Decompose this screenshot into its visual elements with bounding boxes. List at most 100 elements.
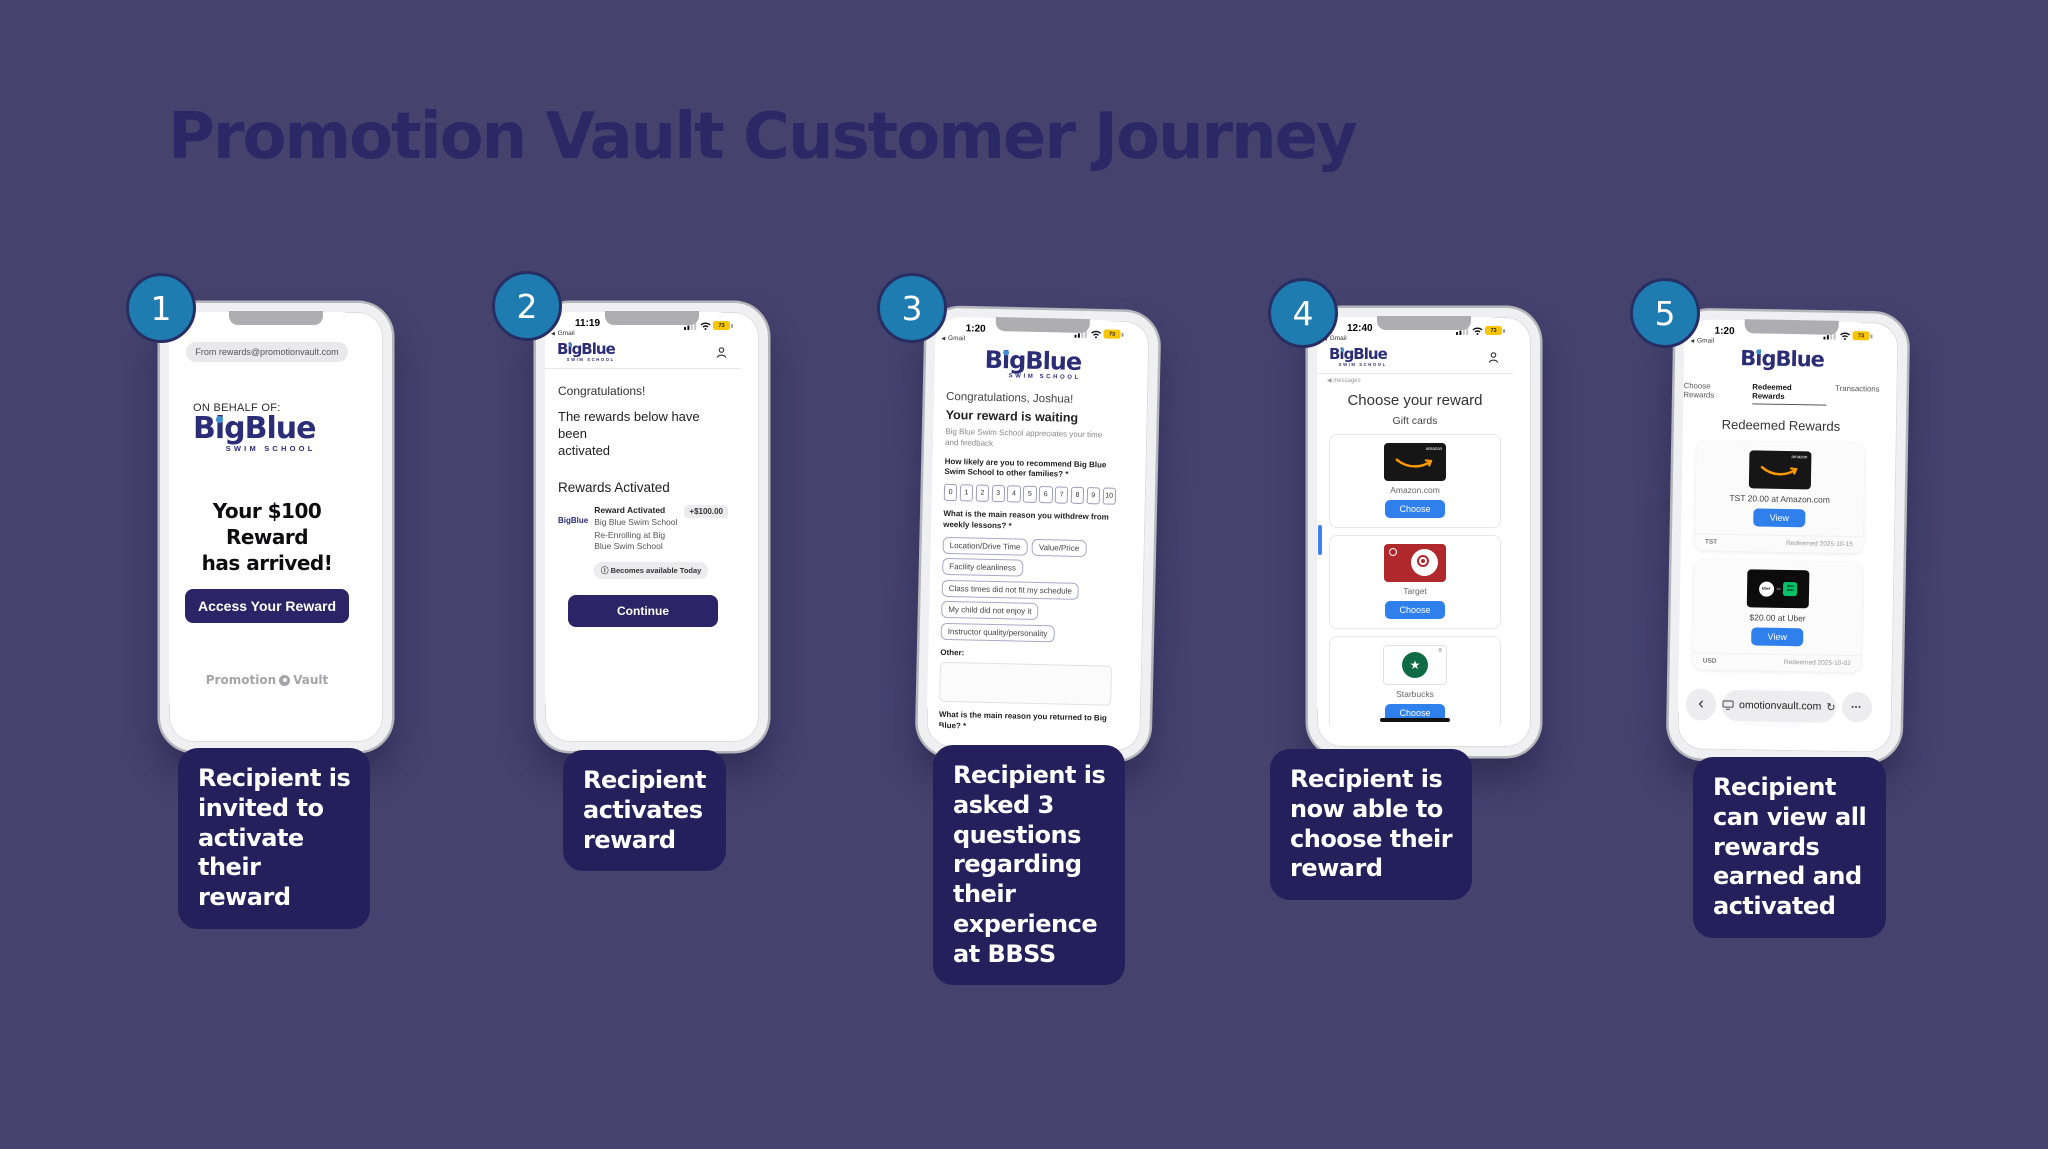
scale-option-1[interactable]: 1 [959, 484, 974, 502]
scale-option-2[interactable]: 2 [975, 484, 990, 503]
access-reward-button[interactable]: Access Your Reward [185, 589, 349, 623]
option-child-enjoy[interactable]: My child did not enjoy it [941, 601, 1039, 621]
uber-eats-logo-icon: Uber Eats [1783, 581, 1798, 597]
back-to-app-link[interactable]: ◀ Gmail [1690, 337, 1734, 345]
scale-option-3[interactable]: 3 [991, 485, 1006, 503]
back-to-app-link[interactable]: ◀ Gmail [1323, 335, 1373, 342]
back-arrow-icon: ◀ [1690, 338, 1695, 345]
gift-card-label: Starbucks [1396, 689, 1434, 700]
reward-description: Re-Enrolling at Big Blue Swim School [594, 529, 666, 551]
account-icon[interactable] [1486, 350, 1501, 365]
gear-icon [279, 674, 291, 686]
target-gift-card-image [1384, 544, 1446, 583]
back-to-app-link[interactable]: ◀ Gmail [551, 330, 600, 337]
phone-notch [605, 311, 699, 325]
monitor-icon [1722, 700, 1734, 710]
logo-dot-icon [1340, 348, 1345, 352]
page-title: Promotion Vault Customer Journey [168, 100, 1358, 174]
status-time: 1:20 [965, 323, 986, 335]
bigblue-mini-logo: BigBlue [558, 515, 589, 525]
choose-button-starbucks[interactable]: Choose [1385, 704, 1445, 723]
phone-notch [229, 311, 323, 325]
bigblue-wordmark: BigBlue [557, 340, 616, 358]
congrats-text: Congratulations, Joshua! [945, 390, 1074, 406]
choose-button-amazon[interactable]: Choose [1385, 500, 1445, 519]
battery-icon: 73 [1852, 331, 1870, 341]
option-location-drive-time[interactable]: Location/Drive Time [942, 536, 1028, 556]
bigblue-tagline: SWIM SCHOOL [225, 444, 316, 453]
view-button[interactable]: View [1753, 508, 1806, 528]
withdraw-options: Location/Drive Time Value/Price Facility… [940, 536, 1115, 644]
continue-button[interactable]: Continue [568, 595, 718, 628]
scale-option-4[interactable]: 4 [1007, 485, 1021, 503]
home-indicator[interactable] [1380, 718, 1450, 722]
congrats-text: Congratulations! [558, 384, 646, 399]
scale-option-7[interactable]: 7 [1054, 486, 1069, 504]
question-withdraw: What is the main reason you withdrew fro… [943, 509, 1109, 531]
battery-icon: 73 [713, 321, 733, 330]
url-text: omotionvault.com [1738, 699, 1822, 713]
other-textarea[interactable] [939, 661, 1113, 706]
amazon-smile-icon [1760, 465, 1798, 476]
option-value-price[interactable]: Value/Price [1031, 538, 1087, 557]
scale-option-0[interactable]: 0 [943, 484, 958, 502]
step-badge-1: 1 [126, 273, 196, 343]
choose-button-target[interactable]: Choose [1385, 601, 1445, 620]
back-label: Gmail [557, 330, 575, 337]
phone-step-3: 1:20 ◀ Gmail 7 3 BigBlue SWIM SCHOOL Cong… [916, 307, 1160, 761]
option-facility-cleanliness[interactable]: Facility cleanliness [942, 558, 1024, 577]
address-bar[interactable]: omotionvault.com ↻ [1721, 689, 1836, 723]
back-to-app-link[interactable]: ◀ Gmail [941, 335, 985, 343]
bigblue-logo: BigBlue SWIM SCHOOL [557, 340, 616, 362]
rewards-tabs: Choose Rewards Redeemed Rewards Transact… [1683, 381, 1880, 406]
scale-option-5[interactable]: 5 [1023, 485, 1037, 504]
pv-word-vault: Vault [293, 673, 329, 687]
tab-choose-rewards[interactable]: Choose Rewards [1683, 381, 1715, 400]
email-from-pill[interactable]: From rewards@promotionvault.com [186, 342, 348, 362]
wifi-icon [1472, 327, 1482, 335]
scale-option-9[interactable]: 9 [1086, 487, 1101, 505]
status-time: 1:20 [1714, 325, 1735, 338]
browser-more-button[interactable]: ••• [1841, 691, 1872, 723]
redeemed-reward-amazon: amazon TST 20.00 at Amazon.com View TST … [1694, 440, 1865, 554]
caption-step-5: Recipient can view all rewards earned an… [1693, 757, 1887, 938]
messages-label: messages [1333, 378, 1361, 385]
back-arrow-icon: ◀ [1327, 378, 1332, 385]
scale-option-6[interactable]: 6 [1038, 486, 1053, 504]
phone5-screen: 1:20 ◀ Gmail 73 BigBlue Choose Rewards R… [1677, 319, 1881, 735]
reward-title: TST 20.00 at Amazon.com [1729, 492, 1830, 505]
reward-row: BigBlue Reward Activated Big Blue Swim S… [558, 504, 728, 552]
option-class-times[interactable]: Class times did not fit my schedule [941, 579, 1080, 600]
gift-card-option-amazon: amazon Amazon.com Choose [1329, 434, 1501, 529]
rewards-activated-heading: Rewards Activated [558, 479, 670, 495]
view-button[interactable]: View [1751, 627, 1804, 647]
browser-back-button[interactable]: ‹ [1685, 688, 1717, 721]
target-bullseye-icon [1389, 548, 1397, 557]
reward-waiting-heading: Your reward is waiting [945, 407, 1079, 425]
status-bar: 11:19 ◀ Gmail 73 [545, 312, 741, 338]
scale-option-10[interactable]: 10 [1102, 487, 1117, 505]
option-instructor-quality[interactable]: Instructor quality/personality [940, 622, 1055, 643]
availability-text: Becomes available Today [610, 566, 702, 576]
phone1-screen: From rewards@promotionvault.com ON BEHAL… [169, 312, 365, 724]
tab-transactions[interactable]: Transactions [1835, 383, 1880, 394]
scroll-indicator[interactable] [1318, 525, 1322, 555]
phone2-screen: 11:19 ◀ Gmail 73 BigBlue SWIM SCHOOL Con… [545, 312, 741, 724]
messages-back-link[interactable]: ◀ messages [1327, 377, 1513, 384]
redeemed-date: Redeemed 2025-10-02 [1783, 658, 1851, 668]
app-header: BigBlue SWIM SCHOOL [1317, 343, 1513, 375]
back-arrow-icon: ◀ [941, 335, 946, 342]
reward-code: TST [1704, 538, 1718, 546]
bigblue-logo: BigBlue SWIM SCHOOL [984, 346, 1081, 381]
reward-org: Big Blue Swim School [594, 516, 678, 527]
promotion-vault-logo: Promotion Vault [169, 673, 365, 687]
gift-card-label: Amazon.com [1390, 485, 1440, 496]
bigblue-tagline: SWIM SCHOOL [566, 357, 615, 362]
appreciation-text: Big Blue Swim School appreciates your ti… [944, 426, 1103, 448]
account-icon[interactable] [714, 345, 729, 360]
back-arrow-icon: ◀ [551, 331, 555, 337]
scale-option-8[interactable]: 8 [1070, 486, 1085, 505]
reload-icon[interactable]: ↻ [1826, 701, 1836, 714]
dash-icon: – [1776, 585, 1781, 593]
tab-redeemed-rewards[interactable]: Redeemed Rewards [1751, 382, 1827, 406]
